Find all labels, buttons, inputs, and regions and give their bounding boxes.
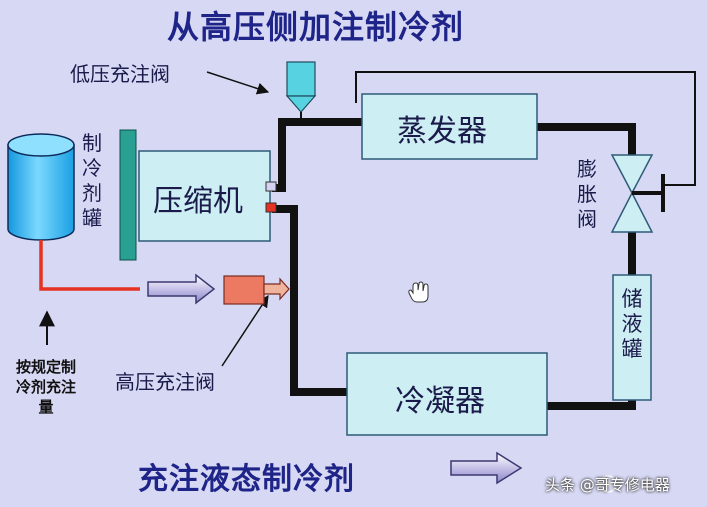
receiver-box (612, 274, 652, 401)
evaporator-box (361, 93, 538, 160)
quantity-label: 按规定制冷剂充注量 (15, 358, 76, 416)
high-valve-pointer (221, 294, 269, 367)
compressor-label: 压缩机 (153, 184, 243, 219)
bottom-title: 充注液态制冷剂 (138, 462, 355, 497)
evaporator-label: 蒸发器 (397, 114, 487, 149)
low-side-port (265, 181, 277, 192)
tank-red-line (39, 240, 140, 291)
low-pressure-valve (285, 61, 317, 120)
receiver-label: 储液罐 (621, 287, 643, 361)
low-valve-label: 低压充注阀 (70, 62, 170, 86)
compressor-box (138, 150, 271, 242)
refrigerant-tank (7, 133, 75, 241)
charging-hose-arrow (147, 273, 216, 305)
flow-direction-arrow (450, 451, 523, 485)
bypass-line (355, 71, 696, 186)
refrigerant-pipes (272, 118, 636, 410)
watermark-text: 头条 @哥专修电器 (545, 476, 670, 494)
green-panel (119, 129, 137, 261)
condenser-box (346, 352, 548, 436)
hand-cursor-icon (408, 281, 429, 303)
high-valve-tip (263, 277, 290, 301)
condenser-label: 冷凝器 (395, 384, 485, 419)
expansion-valve (610, 154, 665, 233)
high-side-port (265, 202, 277, 213)
high-valve-label: 高压充注阀 (115, 370, 215, 394)
tank-label: 制冷剂罐 (82, 131, 102, 230)
high-pressure-valve (223, 275, 265, 305)
low-valve-pointer (206, 71, 270, 95)
expansion-valve-label: 膨胀阀 (577, 157, 597, 231)
page-title: 从高压侧加注制冷剂 (167, 8, 465, 46)
watermark-icon (599, 475, 617, 493)
